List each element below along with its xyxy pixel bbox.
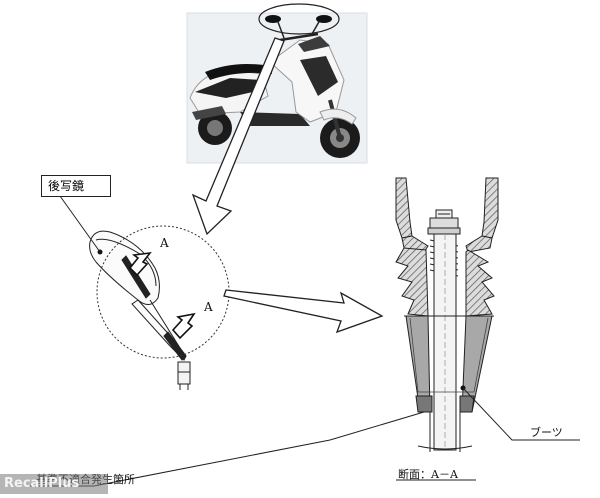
boot-leader-line bbox=[462, 387, 580, 441]
watermark-logo: RecallPlus bbox=[0, 474, 108, 494]
mirror-leader-line bbox=[59, 195, 101, 253]
mirror-highlight-ellipse bbox=[258, 3, 340, 35]
pointer-arrow-lower bbox=[171, 312, 196, 340]
pointer-arrow-upper bbox=[128, 251, 152, 277]
section-marker-bottom: A bbox=[204, 300, 213, 314]
section-marker-top: A bbox=[160, 236, 169, 250]
arrow-photo-to-mirror bbox=[191, 37, 285, 236]
boot-label: ブーツ bbox=[530, 426, 563, 439]
arrow-detail-to-section bbox=[223, 289, 384, 334]
scooter-photo bbox=[186, 12, 368, 164]
section-caption: 断面：A－A bbox=[398, 468, 458, 481]
mirror-drawing bbox=[89, 230, 191, 390]
section-drawing bbox=[395, 177, 499, 452]
mirror-label: 後写鏡 bbox=[41, 175, 111, 197]
